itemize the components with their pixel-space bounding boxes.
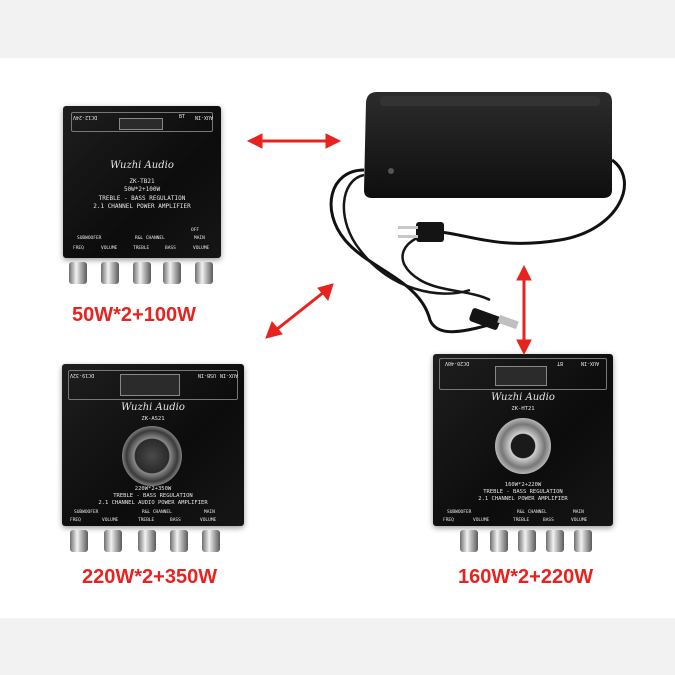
knob-label-main-volume: VOLUME: [200, 518, 217, 523]
knob-freq: [69, 262, 87, 284]
knob-label-main-volume: VOLUME: [193, 246, 210, 251]
dc-plug: [469, 308, 519, 330]
ac-cord: [439, 158, 626, 245]
knob-main-volume: [574, 530, 592, 552]
main-label: MAIN: [204, 510, 215, 515]
caption-as21: 220W*2+350W: [82, 566, 218, 588]
caption-ht21: 160W*2+220W: [458, 566, 594, 588]
knob-label-main-volume: VOLUME: [571, 518, 588, 523]
knob-treble: [133, 262, 151, 284]
amplifier-board-ht21: DC20-40V BT AUX-IN Wuzhi Audio ZK-HT21 1…: [433, 354, 613, 526]
knob-sub-volume: [101, 262, 119, 284]
brand-logo: Wuzhi Audio: [121, 402, 185, 413]
dc-cord-loop: [342, 173, 471, 295]
heatsink: [495, 418, 551, 474]
knob-bass: [170, 530, 188, 552]
off-label: OFF: [191, 228, 200, 233]
knob-label-bass: BASS: [543, 518, 554, 523]
knob-label-freq: FREQ: [443, 518, 454, 523]
main-label: MAIN: [194, 236, 205, 241]
feature-line-2: 2.1 CHANNEL POWER AMPLIFIER: [93, 203, 191, 210]
power-rating: 160W*2+220W: [504, 482, 542, 488]
knob-treble: [138, 530, 156, 552]
knob-sub-volume: [104, 530, 122, 552]
speaker-terminal-block: [119, 118, 163, 130]
ac-wall-plug: [398, 222, 444, 242]
feature-line-1: TREBLE - BASS REGULATION: [113, 493, 193, 499]
rl-channel-label: R&L CHANNEL: [517, 510, 547, 515]
caption-tb21: 50W*2+100W: [72, 304, 196, 326]
knob-label-freq: FREQ: [73, 246, 84, 251]
knob-main-volume: [195, 262, 213, 284]
amplifier-board-as21: DC19-32V USB-IN AUX-IN Wuzhi Audio ZK-AS…: [62, 364, 244, 526]
amplifier-board-tb21: DC12-24V BT AUX-IN Wuzhi Audio ZK-TB21 5…: [63, 106, 221, 258]
heatsink-fan: [122, 426, 182, 486]
ac-cord-loop: [401, 230, 491, 302]
dc-cord: [329, 168, 501, 334]
arrow-ht21-adapter: [516, 264, 532, 356]
knob-treble: [518, 530, 536, 552]
knob-bass: [163, 262, 181, 284]
knob-label-bass: BASS: [165, 246, 176, 251]
knob-label-treble: TREBLE: [133, 246, 150, 251]
speaker-terminal-block: [495, 366, 547, 386]
model-name: ZK-AS21: [141, 416, 165, 422]
terminal-strip: [439, 358, 607, 390]
power-rating: 220W*2+350W: [134, 486, 172, 492]
knob-label-sub-volume: VOLUME: [101, 246, 118, 251]
subwoofer-label: SUBWOOFER: [447, 510, 472, 515]
feature-line-1: TREBLE - BASS REGULATION: [483, 489, 563, 495]
knob-label-freq: FREQ: [70, 518, 81, 523]
knob-label-sub-volume: VOLUME: [473, 518, 490, 523]
terminal-strip: [68, 370, 238, 400]
brand-logo: Wuzhi Audio: [110, 160, 174, 171]
main-label: MAIN: [573, 510, 584, 515]
knob-bass: [546, 530, 564, 552]
terminal-strip: [71, 112, 213, 132]
knob-sub-volume: [490, 530, 508, 552]
bt-label: BT: [179, 114, 186, 120]
model-name: ZK-HT21: [511, 406, 535, 412]
speaker-terminal-block: [120, 374, 180, 396]
model-name: ZK-TB21: [129, 178, 155, 185]
knob-main-volume: [202, 530, 220, 552]
knob-label-bass: BASS: [170, 518, 181, 523]
subwoofer-label: SUBWOOFER: [77, 236, 102, 241]
knob-label-treble: TREBLE: [138, 518, 155, 523]
knob-freq: [460, 530, 478, 552]
arrow-tb21-adapter: [246, 133, 342, 149]
feature-line-2: 2.1 CHANNEL POWER AMPLIFIER: [478, 496, 568, 502]
knob-freq: [70, 530, 88, 552]
rl-channel-label: R&L CHANNEL: [135, 236, 165, 241]
brand-logo: Wuzhi Audio: [491, 392, 555, 403]
knob-label-sub-volume: VOLUME: [102, 518, 119, 523]
subwoofer-label: SUBWOOFER: [74, 510, 99, 515]
feature-line-2: 2.1 CHANNEL AUDIO POWER AMPLIFIER: [98, 500, 208, 506]
power-adapter: [364, 92, 612, 198]
arrow-as21-adapter: [265, 283, 334, 339]
feature-line-1: TREBLE - BASS REGULATION: [98, 195, 186, 202]
power-rating: 50W*2+100W: [123, 186, 161, 193]
knob-label-treble: TREBLE: [513, 518, 530, 523]
rl-channel-label: R&L CHANNEL: [142, 510, 172, 515]
